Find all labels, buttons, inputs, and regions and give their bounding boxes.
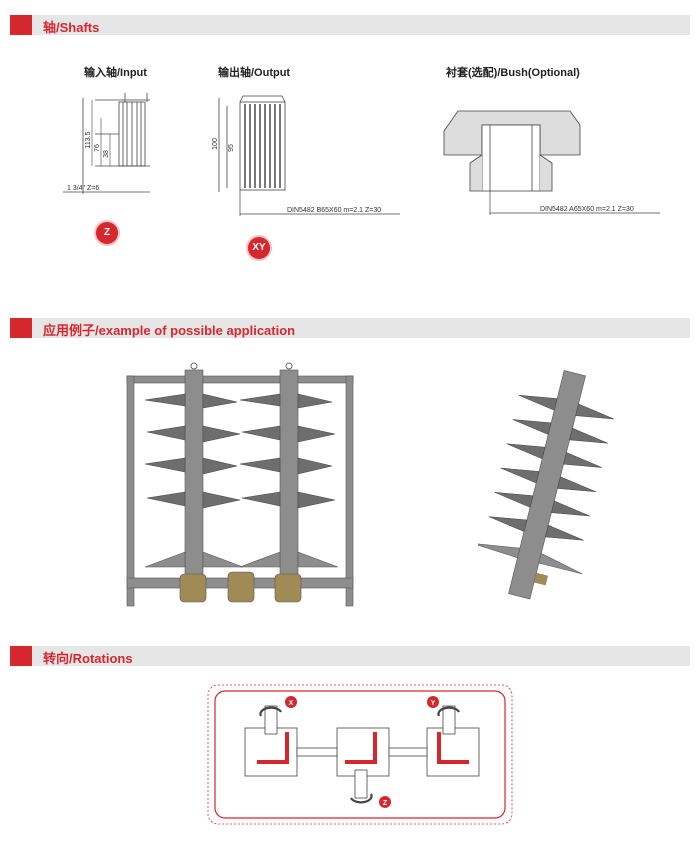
bush-spline-spec: DIN5482 A65X60 m=2.1 Z=30: [540, 206, 634, 213]
section-header-application: 应用例子/example of possible application: [10, 318, 690, 338]
section-title: 轴/Shafts: [43, 20, 100, 35]
input-spline-spec: 1 3/4" Z=6: [67, 185, 99, 192]
section-title: 转向/Rotations: [43, 651, 133, 666]
section-marker: [10, 646, 32, 666]
output-shaft-drawing: 100 95 DIN5482 B65X60 m=2.1 Z=30: [212, 95, 400, 216]
input-shaft-title: 输入轴/Input: [84, 67, 147, 79]
application-rotor-illustration: [478, 370, 615, 600]
rotations-diagram: X Y Z: [207, 684, 513, 825]
input-dim-3: 38: [103, 150, 110, 158]
rotation-x-label: X: [289, 700, 294, 707]
output-spline-spec: DIN5482 B65X60 m=2.1 Z=30: [287, 207, 381, 214]
rotation-y-label: Y: [431, 700, 436, 707]
output-rotation-badge: XY: [248, 237, 270, 259]
section-marker: [10, 318, 32, 338]
output-shaft-title: 输出轴/Output: [218, 67, 291, 79]
bush-drawing: DIN5482 A65X60 m=2.1 Z=30: [443, 110, 660, 215]
rotation-z-label: Z: [383, 800, 388, 807]
application-frame-illustration: [126, 362, 354, 607]
input-dim-2: 76: [94, 144, 101, 152]
section-marker: [10, 15, 32, 35]
input-rotation-badge: Z: [96, 222, 118, 244]
input-dim-1: 113.5: [85, 131, 92, 148]
section-title: 应用例子/example of possible application: [43, 323, 296, 338]
section-header-rotations: 转向/Rotations: [10, 646, 690, 666]
bush-title: 衬套(选配)/Bush(Optional): [446, 67, 580, 79]
output-dim-2: 95: [228, 144, 235, 152]
section-header-shafts: 轴/Shafts: [10, 15, 690, 35]
input-shaft-drawing: 113.5 76 38 1 3/4" Z=6: [63, 93, 150, 194]
output-dim-1: 100: [212, 138, 219, 150]
